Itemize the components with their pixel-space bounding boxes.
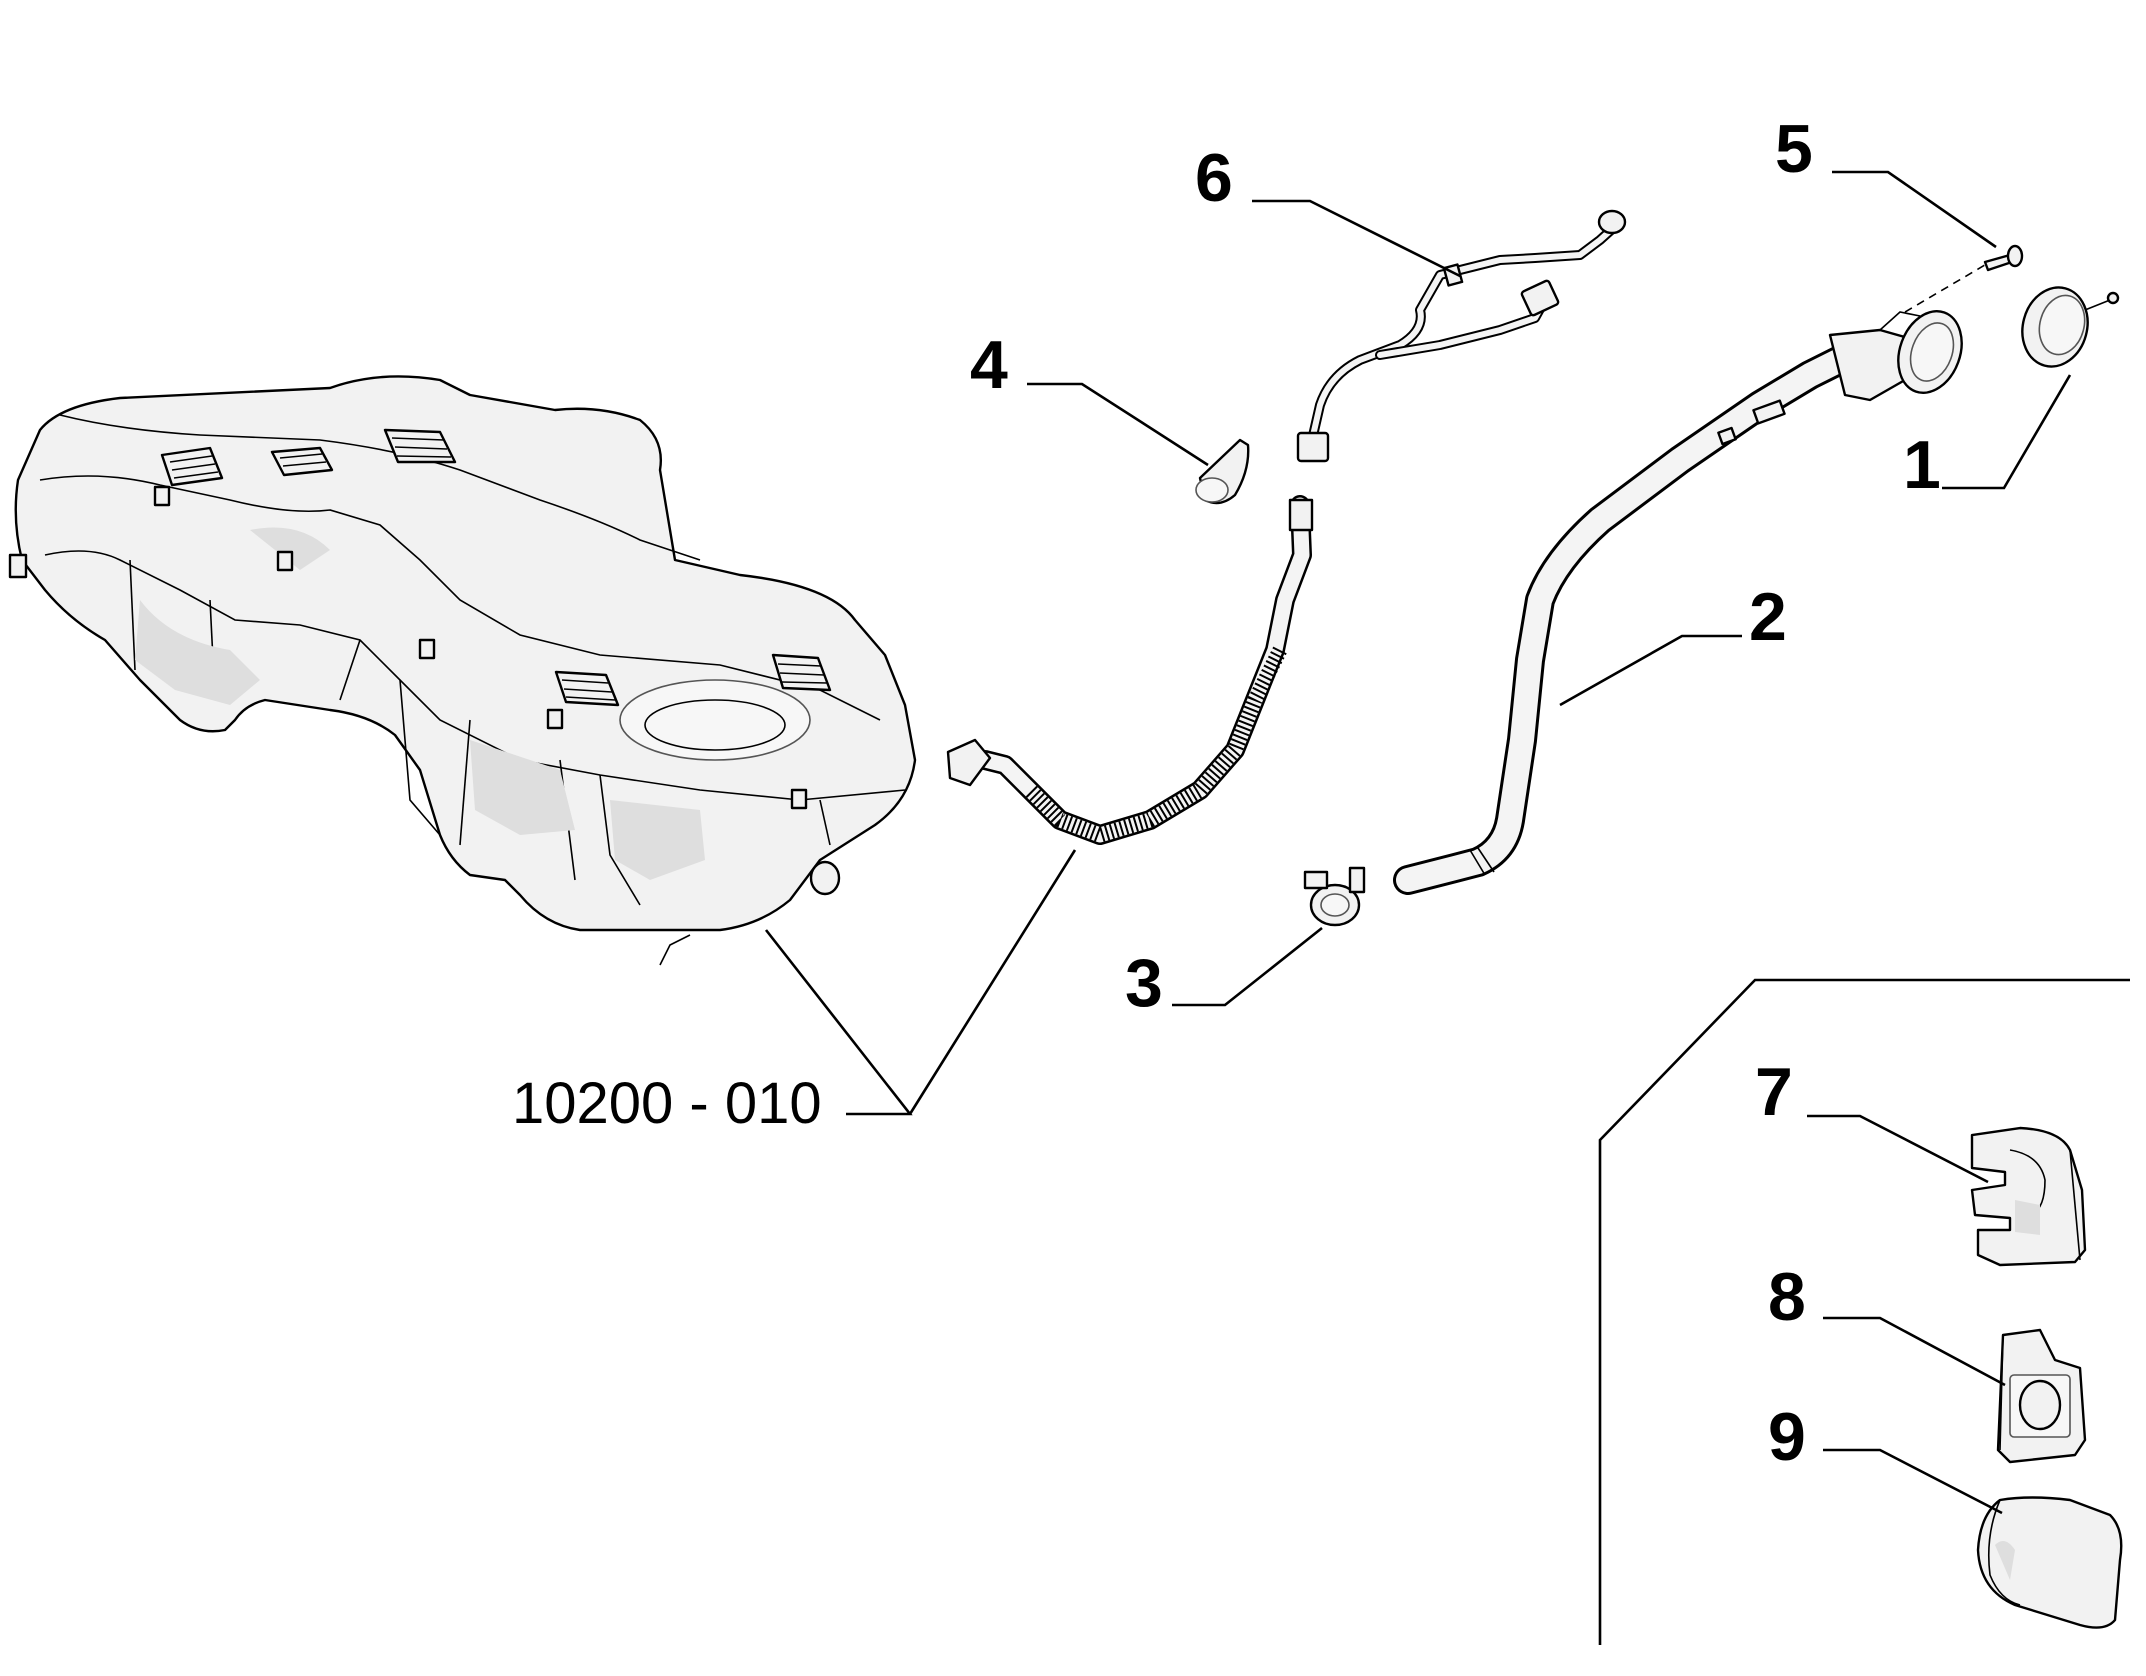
part-8-housing bbox=[1996, 1328, 2087, 1464]
callout-4: 4 bbox=[970, 327, 1008, 403]
part-6-vapour-line bbox=[1296, 209, 1627, 463]
part-5-screw bbox=[1983, 244, 2024, 272]
callout-5: 5 bbox=[1775, 111, 1813, 187]
callout-7: 7 bbox=[1755, 1054, 1793, 1130]
leader-7 bbox=[1807, 1114, 1989, 1184]
part-9-cover bbox=[1976, 1496, 2123, 1629]
leader-4 bbox=[1027, 382, 1209, 467]
part-2-filler-pipe bbox=[1393, 261, 1991, 895]
leader-3 bbox=[1172, 926, 1323, 1007]
leader-1 bbox=[1942, 374, 2072, 490]
tank-mount-pad bbox=[270, 446, 334, 477]
callout-2: 2 bbox=[1749, 579, 1787, 655]
tank-mount-pad bbox=[771, 653, 832, 692]
tank-mount-pad bbox=[554, 670, 620, 707]
leader-2 bbox=[1559, 634, 1742, 707]
inset-border bbox=[1598, 978, 2130, 1645]
tank-mount-pad bbox=[383, 428, 457, 464]
tank-mount-pad bbox=[160, 446, 224, 487]
callout-6: 6 bbox=[1195, 140, 1233, 216]
part-7-insert bbox=[1970, 1126, 2087, 1267]
callout-1: 1 bbox=[1903, 427, 1941, 503]
callout-8: 8 bbox=[1768, 1259, 1806, 1335]
part-3-hose-clamp bbox=[1303, 866, 1366, 927]
leader-5 bbox=[1832, 170, 1997, 249]
leader-9 bbox=[1823, 1448, 2003, 1515]
leader-6 bbox=[1252, 199, 1461, 278]
leader-ref bbox=[764, 849, 1077, 1116]
part-1-fuel-cap bbox=[2021, 286, 2120, 368]
callout-9: 9 bbox=[1768, 1399, 1806, 1475]
part-4-grommet bbox=[1195, 438, 1250, 505]
leader-8 bbox=[1823, 1316, 2006, 1387]
callout-3: 3 bbox=[1125, 945, 1163, 1021]
fuel-tank bbox=[8, 375, 917, 966]
reference-number: 10200 - 010 bbox=[512, 1071, 822, 1136]
corrugated-vent-hose bbox=[946, 495, 1314, 845]
